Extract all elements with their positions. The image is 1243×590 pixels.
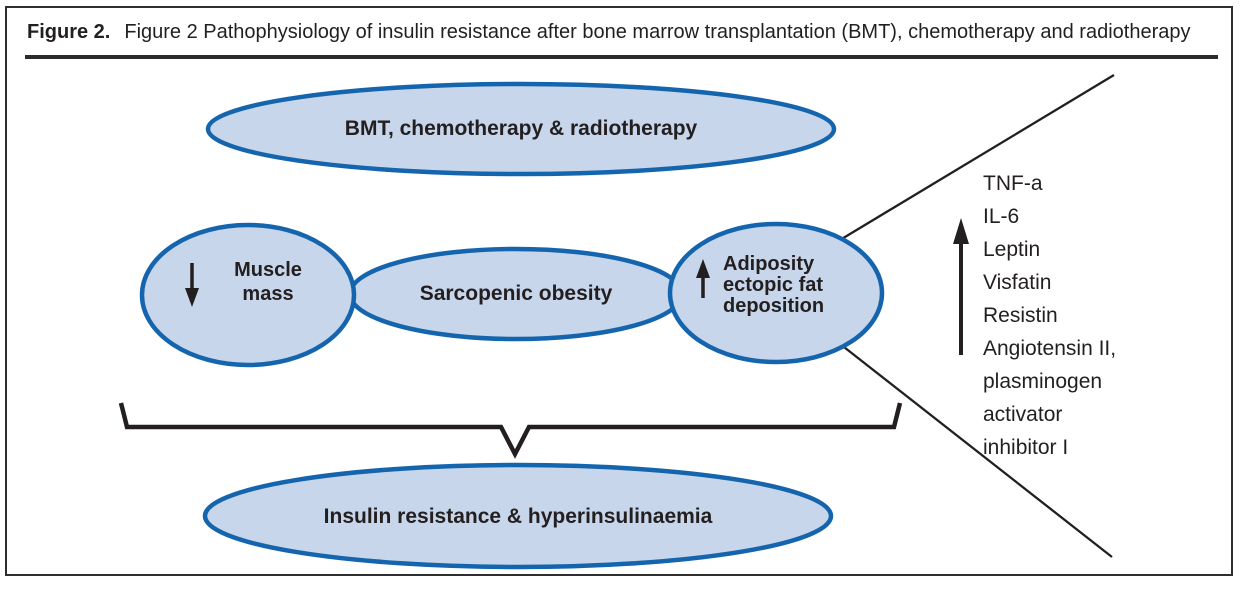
factor-item: activator	[983, 403, 1063, 426]
factor-item: TNF-a	[983, 172, 1043, 195]
figure-label: Figure 2.	[27, 21, 111, 43]
insulin-resistance-ellipse	[202, 462, 834, 570]
upper-diagonal-line	[839, 74, 1115, 241]
muscle-mass-label: Muscle mass	[234, 259, 302, 305]
adiposity-ellipse	[667, 221, 885, 365]
factor-item: inhibitor I	[983, 436, 1069, 459]
factor-item: plasminogen	[983, 370, 1103, 393]
bmt-ellipse	[205, 81, 837, 177]
figure-caption-text: Figure 2 Pathophysiology of insulin resi…	[124, 21, 1191, 43]
factors-list: TNF-a IL-6 Leptin Visfatin Resistin Angi…	[983, 167, 1213, 464]
insulin-resistance-label: Insulin resistance & hyperinsulinaemia	[323, 505, 713, 528]
increase-arrow-icon	[696, 259, 710, 298]
figure-caption: Figure 2. Figure 2 Pathophysiology of ins…	[27, 20, 1207, 44]
factors-increase-arrow-icon	[953, 218, 969, 355]
decrease-arrow-icon	[185, 263, 199, 307]
factor-item: Angiotensin II,	[983, 337, 1117, 360]
lower-diagonal-line	[834, 339, 1113, 558]
sarcopenic-obesity-label: Sarcopenic obesity	[419, 282, 613, 305]
bmt-ellipse-label: BMT, chemotherapy & radiotherapy	[344, 117, 698, 140]
adiposity-label: Adiposity ectopic fat deposition	[723, 253, 825, 317]
brace	[118, 402, 903, 459]
title-divider	[25, 55, 1218, 59]
figure-border	[5, 6, 1233, 576]
factor-item: Visfatin	[983, 271, 1052, 294]
factor-item: IL-6	[983, 205, 1020, 228]
muscle-mass-ellipse	[139, 222, 357, 368]
factor-item: Resistin	[983, 304, 1058, 327]
factor-item: Leptin	[983, 238, 1041, 261]
